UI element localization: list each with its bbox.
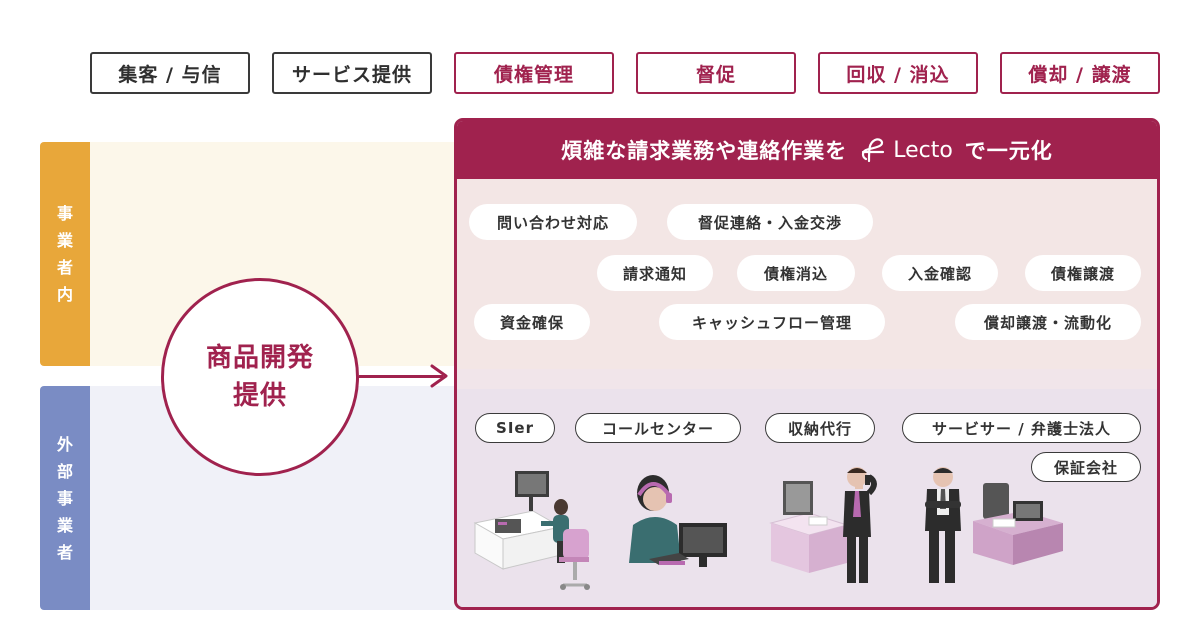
circle-line-2: 提供 [232,381,287,411]
task-billing-notice: 請求通知 [597,255,713,291]
step-acquisition: 集客 / 与信 [90,52,250,94]
lecto-logo: Lecto [859,135,953,165]
side-char: 者 [56,258,73,277]
call-center-illustration [629,475,727,567]
side-char: 部 [56,461,73,481]
side-char: 外 [56,434,73,454]
lecto-panel: 煩雑な請求業務や連絡作業を Lecto で一元化 問い合わせ対応 督促連絡・入金… [454,118,1160,610]
product-development-circle: 商品開発 提供 [161,278,359,476]
task-reconciliation: 債権消込 [737,255,855,291]
side-char: 業 [56,515,73,535]
lecto-logo-text: Lecto [893,137,953,163]
flow-arrow-head-icon [430,364,448,388]
payment-agent-illustration [769,467,877,583]
side-char: 業 [56,231,73,250]
servicer-illustration [925,467,1063,583]
task-dunning-negotiation: 督促連絡・入金交渉 [667,204,873,240]
step-service: サービス提供 [272,52,432,94]
party-call-center: コールセンター [575,413,741,443]
party-guarantor: 保証会社 [1031,452,1141,482]
panel-title-after: で一元化 [964,139,1053,163]
step-receivables: 債権管理 [454,52,614,94]
flow-arrow-line [359,375,443,378]
party-sier: SIer [475,413,555,443]
side-char: 事 [56,204,73,223]
task-cashflow: キャッシュフロー管理 [659,304,885,340]
task-payment-check: 入金確認 [882,255,998,291]
side-char: 事 [56,488,73,508]
party-payment-agent: 収納代行 [765,413,875,443]
side-label-external: 外 部 事 業 者 [40,386,90,610]
side-label-internal: 事 業 者 内 [40,142,90,366]
circle-line-1: 商品開発 [205,343,314,373]
party-servicer-lawyer: サービサー / 弁護士法人 [902,413,1141,443]
step-dunning: 督促 [636,52,796,94]
task-writeoff-liquidation: 償却譲渡・流動化 [955,304,1141,340]
side-char: 者 [56,542,73,562]
panel-header: 煩雑な請求業務や連絡作業を Lecto で一元化 [457,121,1157,179]
side-char: 内 [56,285,73,304]
panel-title-before: 煩雑な請求業務や連絡作業を [561,139,848,163]
task-inquiry: 問い合わせ対応 [469,204,637,240]
step-collection: 回収 / 消込 [818,52,978,94]
step-writeoff: 償却 / 譲渡 [1000,52,1160,94]
lecto-logo-icon [862,138,885,163]
task-funding: 資金確保 [474,304,590,340]
panel-divider [457,369,1157,389]
sier-illustration [473,471,590,590]
task-receivable-transfer: 債権譲渡 [1025,255,1141,291]
